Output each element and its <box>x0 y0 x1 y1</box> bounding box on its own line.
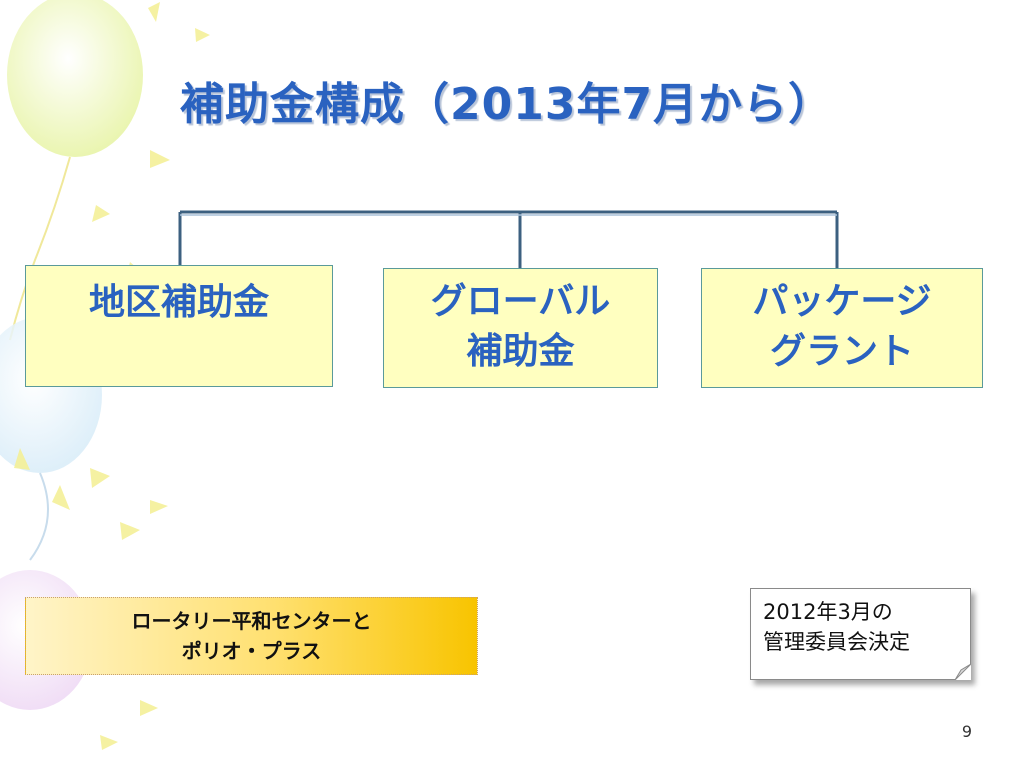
box-label-line-2: 補助金 <box>466 331 575 372</box>
box-label-line-1: グローバル <box>430 281 611 322</box>
folded-corner-icon <box>955 664 971 680</box>
box-label-line-1: パッケージ <box>752 281 932 322</box>
page-number: 9 <box>961 722 972 741</box>
decision-note: 2012年3月の 管理委員会決定 <box>750 588 971 680</box>
peace-center-polio-callout: ロータリー平和センターと ポリオ・プラス <box>25 597 478 675</box>
callout-line-1: ロータリー平和センターと <box>131 609 372 633</box>
global-grant-box: グローバル 補助金 <box>383 268 658 388</box>
note-line-2: 管理委員会決定 <box>763 630 910 654</box>
callout-line-2: ポリオ・プラス <box>181 639 322 663</box>
note-line-1: 2012年3月の <box>763 600 893 624</box>
box-label: 地区補助金 <box>88 282 269 323</box>
district-grant-box: 地区補助金 <box>25 265 333 387</box>
slide-title: 補助金構成（2013年7月から） <box>180 79 834 130</box>
box-label-line-2: グラント <box>769 331 914 372</box>
balloon-yellow <box>7 0 143 341</box>
packaged-grant-box: パッケージ グラント <box>701 268 983 388</box>
